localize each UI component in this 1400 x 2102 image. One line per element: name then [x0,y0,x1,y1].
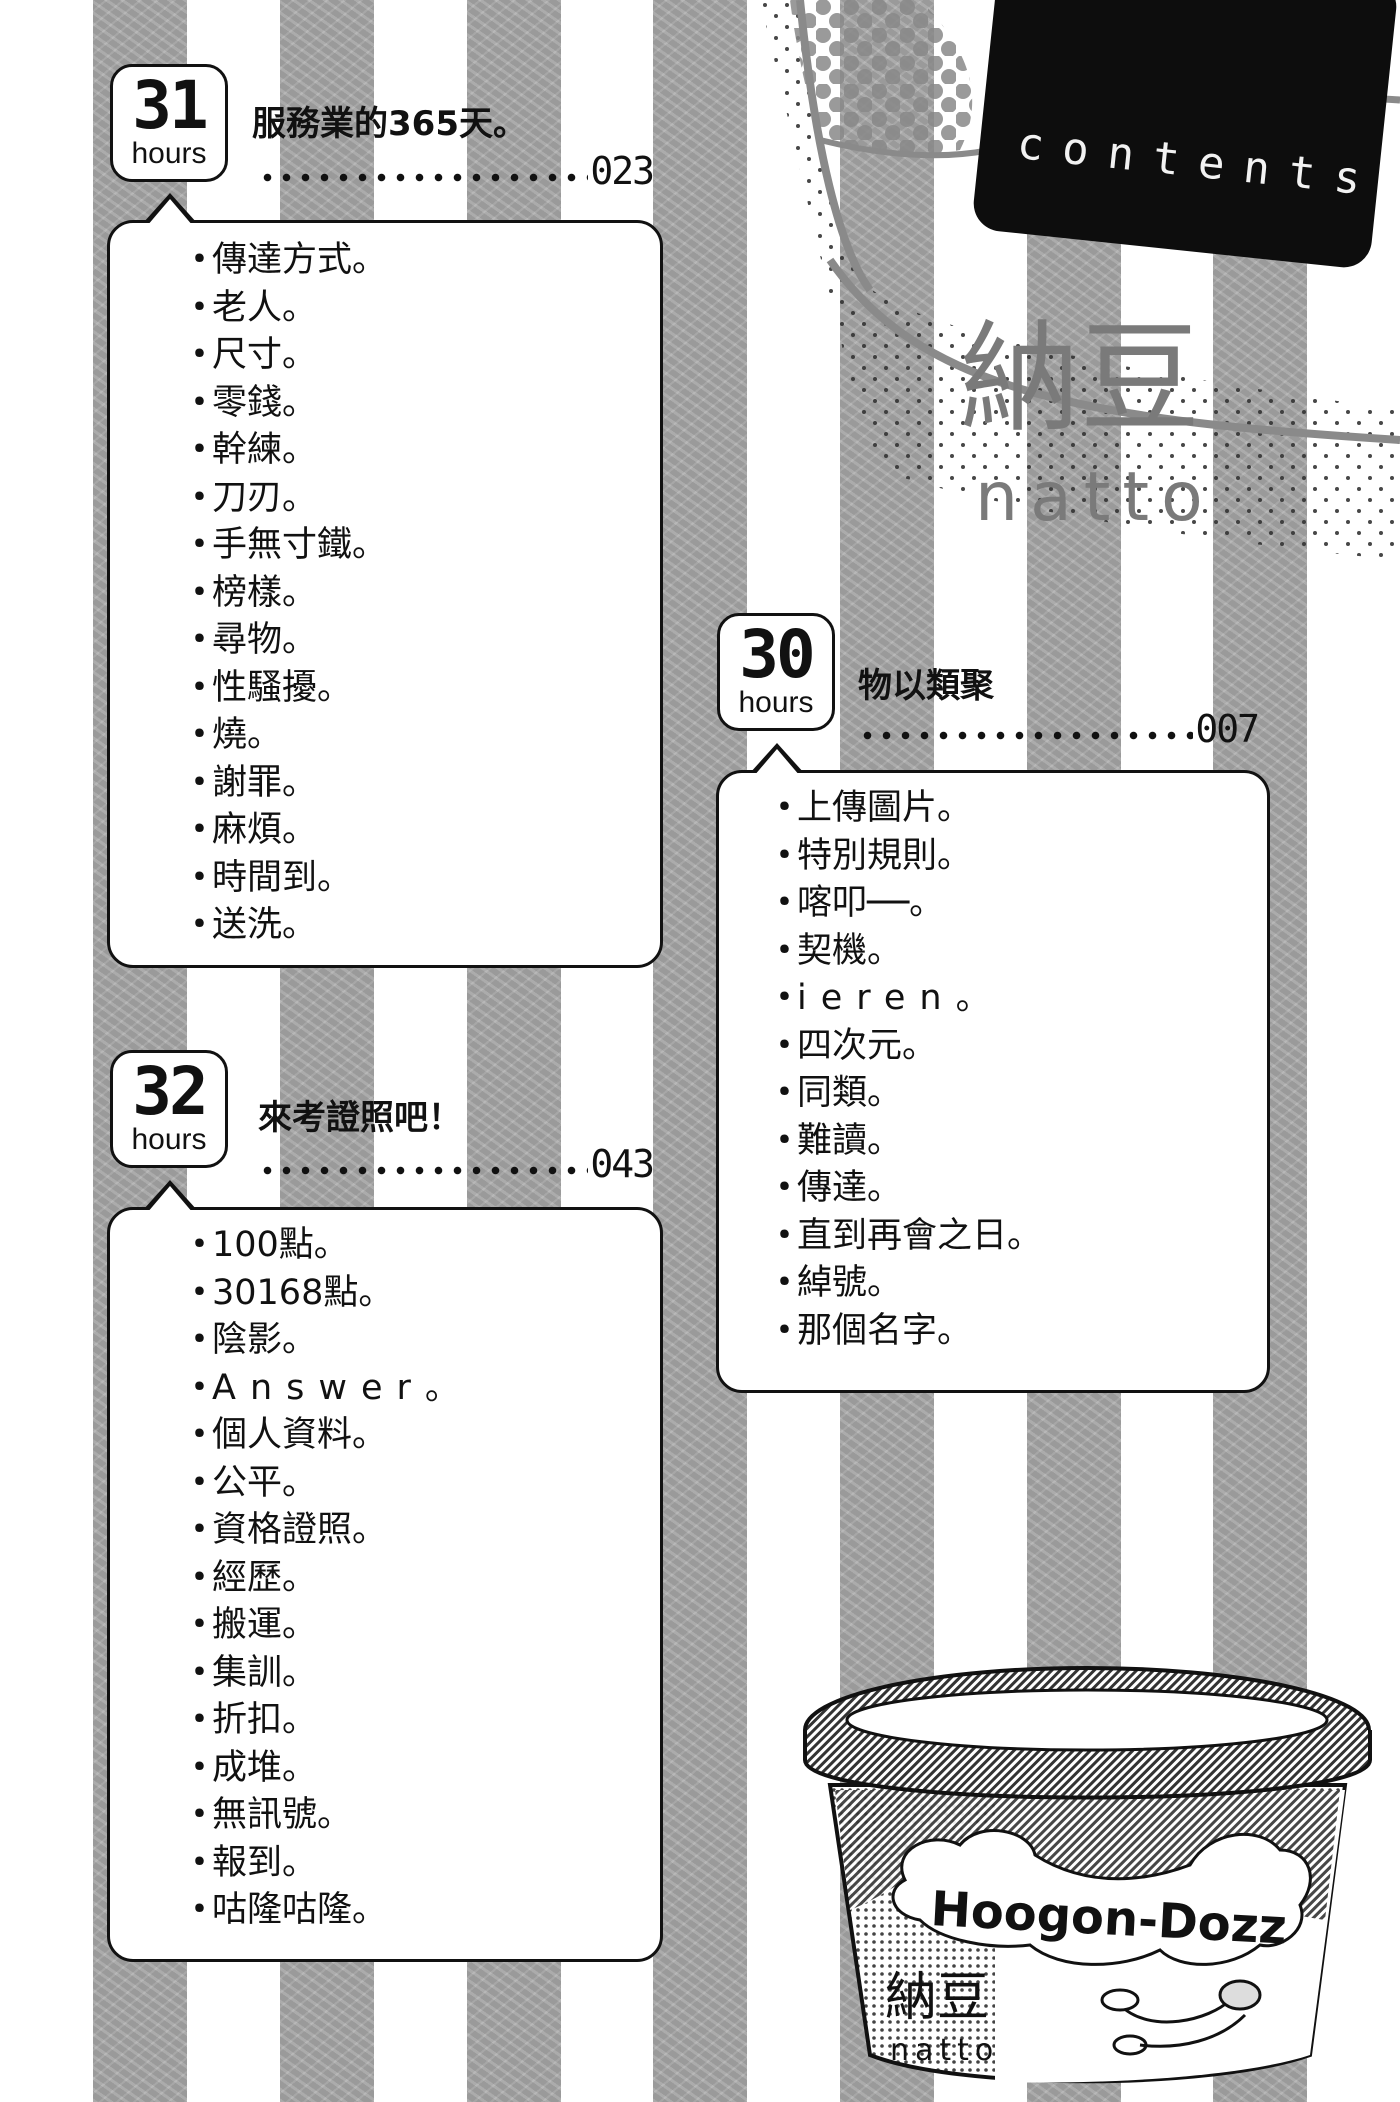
topic-item: ・公平。 [182,1462,318,1503]
page-leader: 043 [258,1142,655,1186]
leader-dots [258,1166,589,1175]
topic-item: ・傳達。 [767,1168,903,1208]
page-number[interactable]: 023 [590,149,655,193]
leader-dots [858,731,1194,740]
page-leader: 007 [858,707,1260,751]
topic-item: ・ieren。 [767,978,1005,1018]
chapter-unit: hours [738,686,814,719]
topic-item: ・那個名字。 [767,1310,973,1351]
topic-item: ・麻煩。 [182,810,318,850]
chapter-unit: hours [131,1123,207,1156]
topic-item: ・送洗。 [182,905,318,945]
topic-item: ・上傳圖片。 [767,788,973,828]
topic-list: ・100點。 ・30168點。 ・陰影。 ・Answer。 ・個人資料。 ・公平… [182,1222,474,1935]
topic-list-bubble: ・傳達方式。 ・老人。 ・尺寸。 ・零錢。 ・幹練。 ・刀刃。 ・手無寸鐵。 ・… [107,220,663,968]
svg-text:納豆: 納豆 [885,1968,989,2028]
chapter-number: 31 [132,67,208,144]
chapter-title[interactable]: 物以類聚 [858,666,994,706]
chapter-badge: 30 hours [717,613,835,731]
topic-item: ・契機。 [767,930,903,971]
topic-item: ・同類。 [767,1073,903,1113]
topic-item: ・成堆。 [182,1747,318,1788]
topic-list-bubble: ・上傳圖片。 ・特別規則。 ・喀叩──。 ・契機。 ・ieren。 ・四次元。 … [716,770,1270,1393]
topic-list: ・上傳圖片。 ・特別規則。 ・喀叩──。 ・契機。 ・ieren。 ・四次元。 … [767,785,1042,1355]
topic-item: ・經歷。 [182,1557,318,1598]
topic-item: ・陰影。 [182,1320,318,1360]
chapter-unit: hours [131,137,207,170]
topic-item: ・報到。 [182,1842,318,1883]
chapter-badge: 32 hours [110,1050,228,1168]
topic-item: ・尺寸。 [182,335,318,375]
chapter-title[interactable]: 來考證照吧！ [258,1098,462,1138]
topic-item: ・尋物。 [182,620,318,660]
topic-item: ・榜樣。 [182,572,318,613]
topic-item: ・集訓。 [182,1652,318,1693]
topic-item: ・謝罪。 [182,762,318,803]
topic-list: ・傳達方式。 ・老人。 ・尺寸。 ・零錢。 ・幹練。 ・刀刃。 ・手無寸鐵。 ・… [182,237,387,950]
topic-item: ・燒。 [182,715,283,755]
topic-item: ・時間到。 [182,857,353,898]
topic-item: ・喀叩──。 [767,883,945,923]
topic-item: ・咕隆咕隆。 [182,1890,388,1930]
topic-item: ・30168點。 [182,1272,394,1313]
topic-item: ・綽號。 [767,1263,903,1303]
topic-item: ・100點。 [182,1225,349,1265]
topic-item: ・四次元。 [767,1025,938,1066]
topic-list-bubble: ・100點。 ・30168點。 ・陰影。 ・Answer。 ・個人資料。 ・公平… [107,1207,663,1962]
page-number[interactable]: 043 [590,1142,655,1186]
chapter-badge: 31 hours [110,64,228,182]
page-leader: 023 [258,149,655,193]
topic-item: ・個人資料。 [182,1415,388,1455]
topic-item: ・幹練。 [182,430,318,470]
topic-item: ・搬運。 [182,1605,318,1645]
topic-item: ・老人。 [182,287,318,328]
chapter-title[interactable]: 服務業的365天。 [252,104,527,144]
leader-dots [258,173,589,182]
topic-item: ・無訊號。 [182,1795,353,1835]
topic-item: ・直到再會之日。 [767,1215,1043,1256]
natto-tub-illustration: Hoogon-Dozz 納豆 natto [803,1666,1372,2084]
topic-item: ・特別規則。 [767,835,973,876]
topic-item: ・傳達方式。 [182,240,388,280]
topic-item: ・零錢。 [182,382,318,423]
topic-item: ・資格證照。 [182,1510,388,1550]
chapter-number: 32 [132,1053,208,1130]
topic-item: ・Answer。 [182,1367,474,1408]
page-number[interactable]: 007 [1195,707,1260,751]
topic-item: ・折扣。 [182,1700,318,1740]
svg-text:natto: natto [975,458,1215,537]
svg-text:納豆: 納豆 [960,310,1200,449]
topic-item: ・難讀。 [767,1120,903,1161]
svg-text:natto: natto [890,2033,999,2068]
chapter-number: 30 [739,616,815,693]
topic-item: ・性騷擾。 [182,667,353,708]
topic-item: ・手無寸鐵。 [182,525,388,565]
topic-item: ・刀刃。 [182,477,318,518]
